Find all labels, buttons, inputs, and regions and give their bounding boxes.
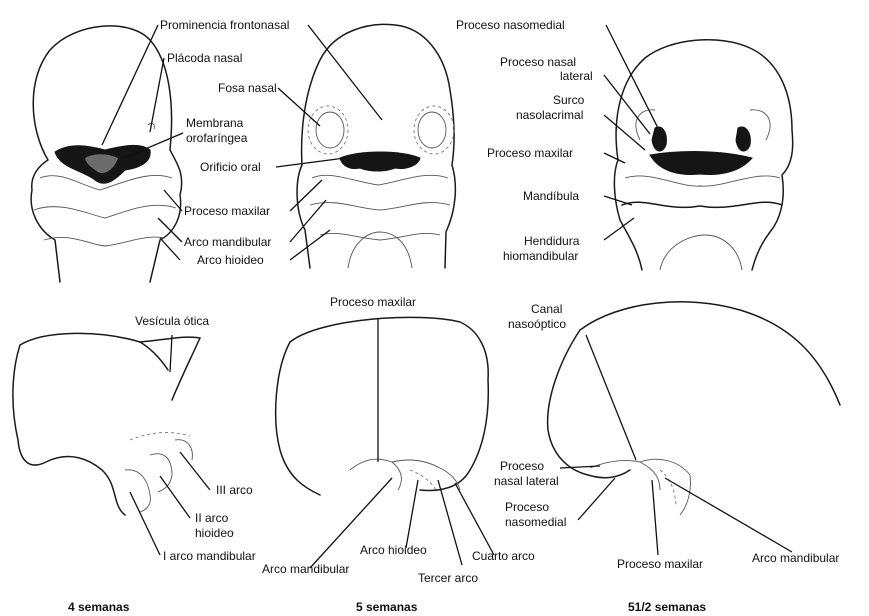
arch-i-4w <box>125 470 150 512</box>
label-nasal-lateral-top-2: lateral <box>560 69 593 83</box>
outline-lateral-55w <box>580 302 840 405</box>
hioideo-curve-4w <box>44 237 165 246</box>
label-i-arco: I arco mandibular <box>163 549 256 563</box>
embryo-frontal-4-weeks <box>31 26 182 282</box>
label-surco-2: nasolacrimal <box>516 108 583 122</box>
label-tercer-arco: Tercer arco <box>418 571 478 585</box>
label-hendidura-1: Hendidura <box>524 234 580 248</box>
nasal-lateral-right-55w <box>750 110 770 140</box>
mandibula-line-55w <box>622 202 782 207</box>
caption-4-semanas: 4 semanas <box>68 600 130 614</box>
label-vesicula-otica: Vesícula ótica <box>135 314 209 328</box>
arch-dashes-4w <box>130 433 190 440</box>
maxilar-dots-55w <box>625 176 780 186</box>
label-ii-arco-1: II arco <box>195 511 229 525</box>
label-nasomedial-bottom-1: Proceso <box>505 500 549 514</box>
label-mandibula: Mandíbula <box>523 189 579 203</box>
outline-lateral-4w <box>13 333 200 515</box>
nasal-region-55w <box>590 460 660 490</box>
label-nasal-lateral-top-1: Proceso nasal <box>500 55 576 69</box>
label-proceso-maxilar-mid: Proceso maxilar <box>330 295 416 309</box>
fosa-nasal-left-outer <box>308 106 348 154</box>
label-placoda-nasal: Plácoda nasal <box>167 51 242 65</box>
embryo-frontal-5-5-weeks <box>614 40 792 270</box>
label-canal-2: nasoóptico <box>508 317 566 331</box>
label-fosa-nasal: Fosa nasal <box>218 81 277 95</box>
outline-head-5w <box>297 24 455 268</box>
arches-5w <box>392 460 460 490</box>
label-membrana-2: orofaríngea <box>186 131 248 145</box>
label-orificio-oral: Orificio oral <box>200 160 261 174</box>
embryo-lateral-5-5-weeks <box>548 302 840 515</box>
arch-ii-4w <box>150 454 172 492</box>
back-curve-4w <box>172 338 200 400</box>
label-surco-1: Surco <box>553 93 585 107</box>
label-hendidura-2: hiomandibular <box>503 249 578 263</box>
otic-bump-4w <box>140 342 168 370</box>
orificio-oral-shape <box>340 152 420 171</box>
fosa-nasal-right-outer <box>414 106 454 154</box>
maxilar-region-55w <box>640 459 691 515</box>
hioideo-curve-5w <box>320 233 440 240</box>
maxilar-region-5w <box>350 459 401 490</box>
label-prominencia-frontonasal: Prominencia frontonasal <box>160 18 289 32</box>
front-curve-5w <box>276 342 320 495</box>
label-membrana-1: Membrana <box>186 116 244 130</box>
label-proceso-maxilar-top: Proceso maxilar <box>184 204 270 218</box>
neck-arch-55w <box>660 235 742 270</box>
arch-dashes-55w <box>660 470 676 505</box>
front-curve-55w <box>548 330 630 478</box>
embryo-frontal-5-weeks <box>297 24 455 268</box>
mandibular-curve-5w <box>310 203 450 210</box>
label-nasomedial-bottom-2: nasomedial <box>505 515 566 529</box>
maxilar-curve-5w <box>312 175 448 185</box>
label-ii-arco-2: hioideo <box>195 526 234 540</box>
leader-lines <box>102 25 792 568</box>
label-nasal-lateral-bottom-2: nasal lateral <box>494 474 559 488</box>
embryo-lateral-4-weeks <box>13 333 200 515</box>
label-arco-mandibular-top: Arco mandibular <box>184 235 271 249</box>
label-proceso-maxilar-bottom: Proceso maxilar <box>617 557 703 571</box>
nostril-right-55w <box>736 127 750 151</box>
embryo-lateral-5-weeks <box>276 317 489 495</box>
caption-5-5-semanas: 51/2 semanas <box>628 600 706 614</box>
caption-5-semanas: 5 semanas <box>356 600 418 614</box>
label-proceso-nasomedial-top: Proceso nasomedial <box>456 18 565 32</box>
arch-dashes-5w <box>410 470 436 490</box>
label-iii-arco: III arco <box>216 483 253 497</box>
label-arco-mandibular-bottom: Arco mandibular <box>752 551 839 565</box>
label-arco-hioideo-mid: Arco hioideo <box>360 543 427 557</box>
label-arco-hioideo-top: Arco hioideo <box>197 253 264 267</box>
nasal-lateral-left-55w <box>636 110 655 140</box>
fosa-nasal-left <box>316 112 344 148</box>
mouth-55w <box>650 152 752 175</box>
label-cuarto-arco: Cuarto arco <box>472 549 535 563</box>
labels: Prominencia frontonasal Plácoda nasal Me… <box>135 18 839 585</box>
label-arco-mandibular-mid: Arco mandibular <box>262 562 349 576</box>
fosa-nasal-right <box>418 112 446 148</box>
mandibular-curve-4w <box>34 205 176 218</box>
label-canal-1: Canal <box>531 302 562 316</box>
label-proceso-maxilar-right: Proceso maxilar <box>487 146 573 160</box>
outline-lateral-5w <box>290 317 488 490</box>
captions: 4 semanas 5 semanas 51/2 semanas <box>68 600 706 614</box>
neck-arch-5w <box>348 232 412 268</box>
label-nasal-lateral-bottom-1: Proceso <box>500 459 544 473</box>
